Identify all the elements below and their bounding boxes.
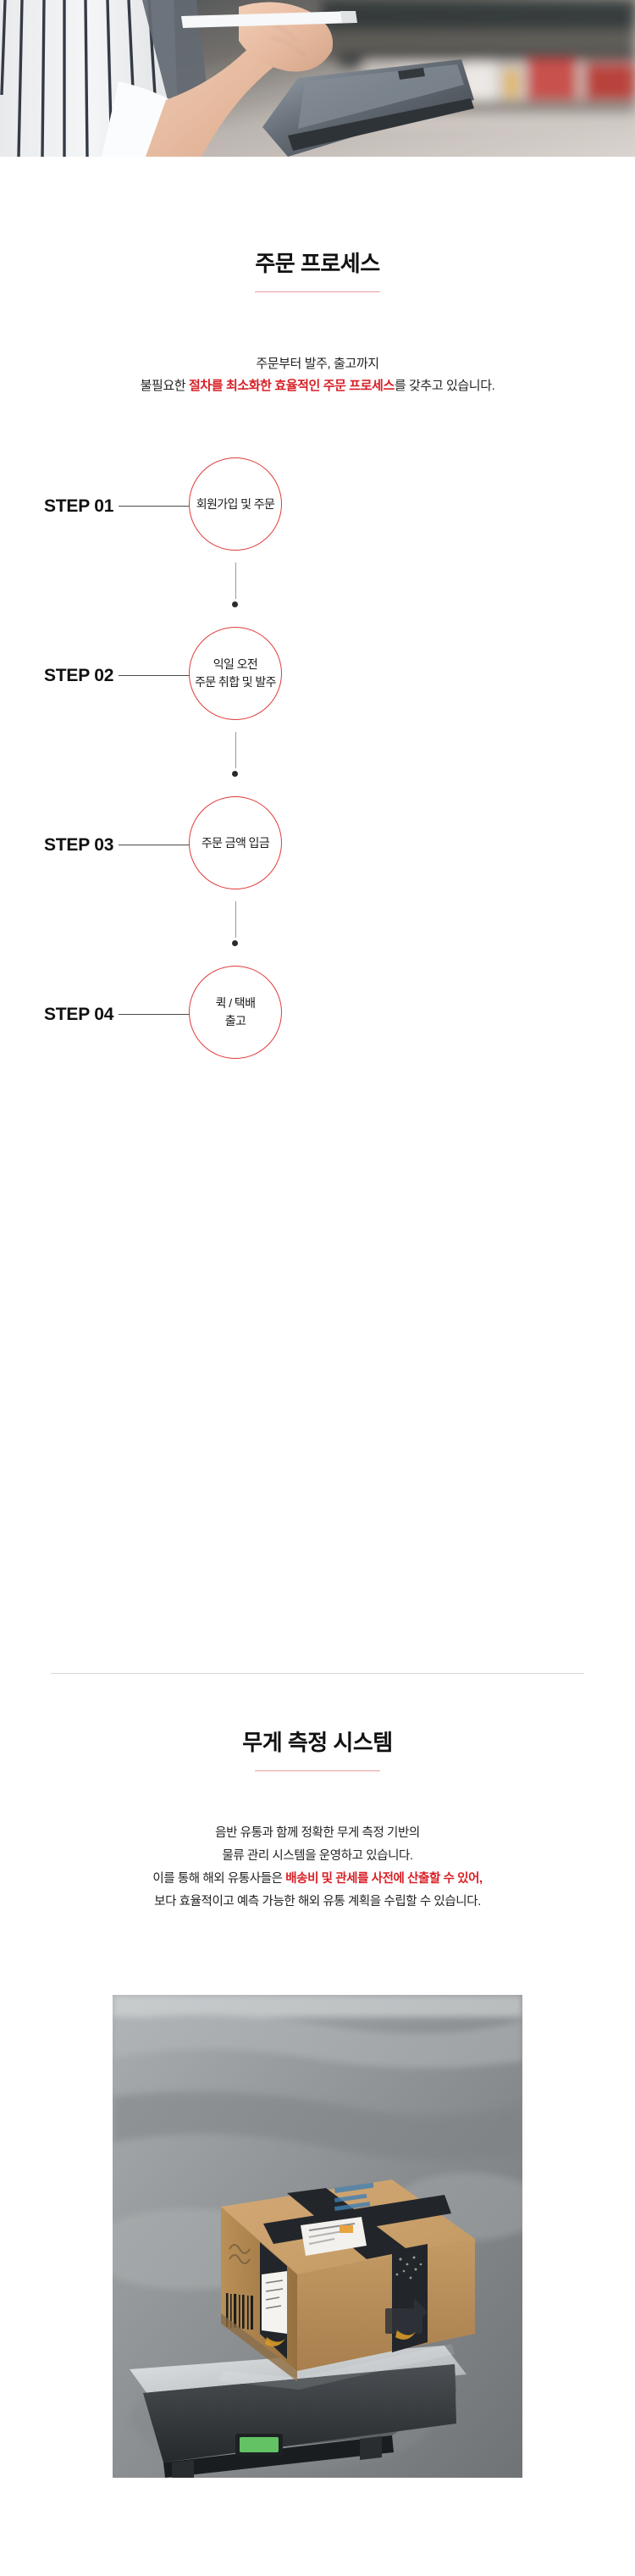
step-circle-text-1: 회원가입 및 주문	[196, 496, 275, 511]
step-circle-4: 퀵 / 택배 출고	[189, 966, 282, 1059]
weight-system-lead: 음반 유통과 함께 정확한 무게 측정 기반의 물류 관리 시스템을 운영하고 …	[0, 1822, 635, 1914]
step-circle-text-4: 퀵 / 택배 출고	[215, 996, 256, 1028]
hero-photo	[0, 0, 635, 157]
step-connector-dot-3	[232, 940, 238, 946]
step-label-2: STEP 02	[44, 666, 114, 685]
order-lead-line-1: 주문부터 발주, 출고까지	[256, 357, 379, 371]
weight-system-title: 무게 측정 시스템	[242, 1730, 393, 1755]
order-lead-line-2-post: 를 갖추고 있습니다.	[394, 379, 495, 393]
step-circle-1: 회원가입 및 주문	[189, 457, 282, 551]
order-lead-line-2: 불필요한 절차를 최소화한 효율적인 주문 프로세스를 갖추고 있습니다.	[0, 375, 635, 397]
order-process-title: 주문 프로세스	[255, 251, 380, 276]
weight-lead-line-3-highlight: 배송비 및 관세를 사전에 산출할 수 있어,	[285, 1872, 483, 1886]
step-circle-2: 익일 오전 주문 취합 및 발주	[189, 627, 282, 720]
order-process-step-diagram: STEP 01 회원가입 및 주문 STEP 02 익일 오전 주문 취합 및 …	[0, 457, 635, 1609]
step-circle-text-2: 익일 오전 주문 취합 및 발주	[195, 657, 276, 689]
weight-lead-line-2: 물류 관리 시스템을 운영하고 있습니다.	[222, 1849, 413, 1863]
step-circle-3: 주문 금액 입금	[189, 796, 282, 889]
weight-scale-illustration	[113, 1995, 522, 2478]
weight-system-title-block: 무게 측정 시스템	[0, 1730, 635, 1772]
order-lead-line-2-highlight: 절차를 최소화한 효율적인 주문 프로세스	[188, 379, 395, 393]
step-leader-line-1	[119, 506, 207, 507]
section-divider	[51, 1673, 584, 1674]
step-connector-dot-1	[232, 601, 238, 607]
step-label-1: STEP 01	[44, 496, 114, 516]
step-connector-line-1	[235, 562, 236, 599]
weight-lead-line-4: 보다 효율적이고 예측 가능한 해외 유통 계획을 수립할 수 있습니다.	[154, 1895, 481, 1908]
order-process-lead: 주문부터 발주, 출고까지 불필요한 절차를 최소화한 효율적인 주문 프로세스…	[0, 353, 635, 397]
weight-lead-line-3: 이를 통해 해외 유통사들은 배송비 및 관세를 사전에 산출할 수 있어,	[0, 1868, 635, 1891]
step-leader-line-4	[119, 1014, 207, 1015]
step-label-4: STEP 04	[44, 1005, 114, 1024]
weight-lead-line-1: 음반 유통과 함께 정확한 무게 측정 기반의	[215, 1826, 420, 1840]
step-label-3: STEP 03	[44, 835, 114, 855]
step-connector-line-2	[235, 732, 236, 768]
step-circle-text-3: 주문 금액 입금	[201, 835, 270, 850]
step-leader-line-2	[119, 675, 207, 676]
weight-lead-line-3-pre: 이를 통해 해외 유통사들은	[152, 1872, 286, 1886]
step-connector-line-3	[235, 901, 236, 938]
order-process-title-rule	[255, 291, 380, 293]
step-connector-dot-2	[232, 771, 238, 777]
order-lead-line-2-pre: 불필요한	[140, 379, 189, 393]
weight-scale-photo	[113, 1995, 522, 2478]
weight-system-title-rule	[255, 1770, 380, 1772]
order-process-title-block: 주문 프로세스	[0, 251, 635, 293]
hero-photo-illustration	[0, 0, 635, 157]
